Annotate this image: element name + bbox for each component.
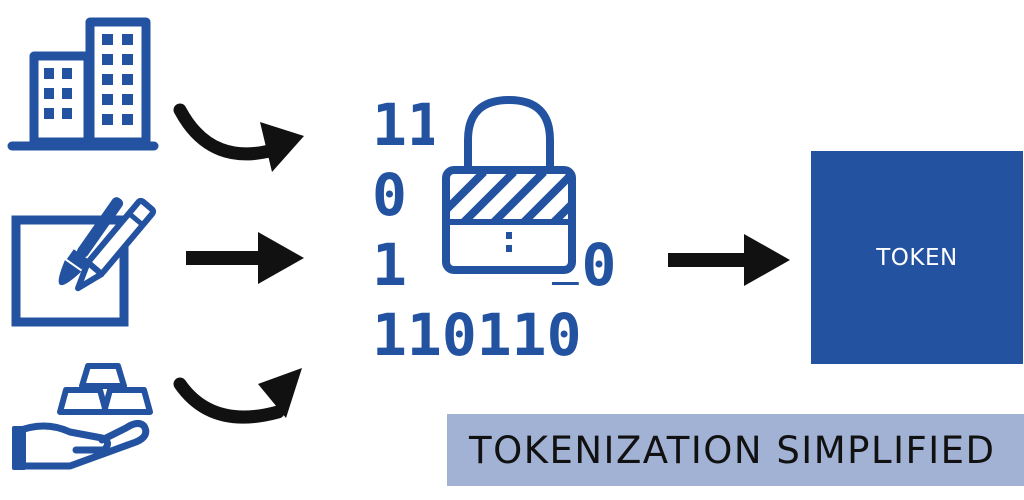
art-brush-pen-icon bbox=[10, 186, 160, 328]
caption-bar: TOKENIZATION SIMPLIFIED bbox=[447, 414, 1024, 486]
binary-lock-icon: 11 10 0 1 1 10 110110 bbox=[360, 80, 650, 369]
output-arrow bbox=[668, 230, 794, 290]
token-box: TOKEN bbox=[811, 151, 1023, 364]
curved-arrow-top bbox=[172, 100, 312, 180]
curved-arrow-bottom bbox=[172, 360, 312, 440]
lock-icon bbox=[434, 92, 584, 282]
binary-row-4: 110110 bbox=[372, 301, 582, 369]
caption-text: TOKENIZATION SIMPLIFIED bbox=[469, 428, 996, 472]
office-buildings-icon bbox=[7, 10, 159, 151]
token-label: TOKEN bbox=[876, 244, 958, 271]
straight-arrow-middle bbox=[186, 228, 306, 288]
gold-bars-in-hand-icon bbox=[10, 362, 162, 470]
